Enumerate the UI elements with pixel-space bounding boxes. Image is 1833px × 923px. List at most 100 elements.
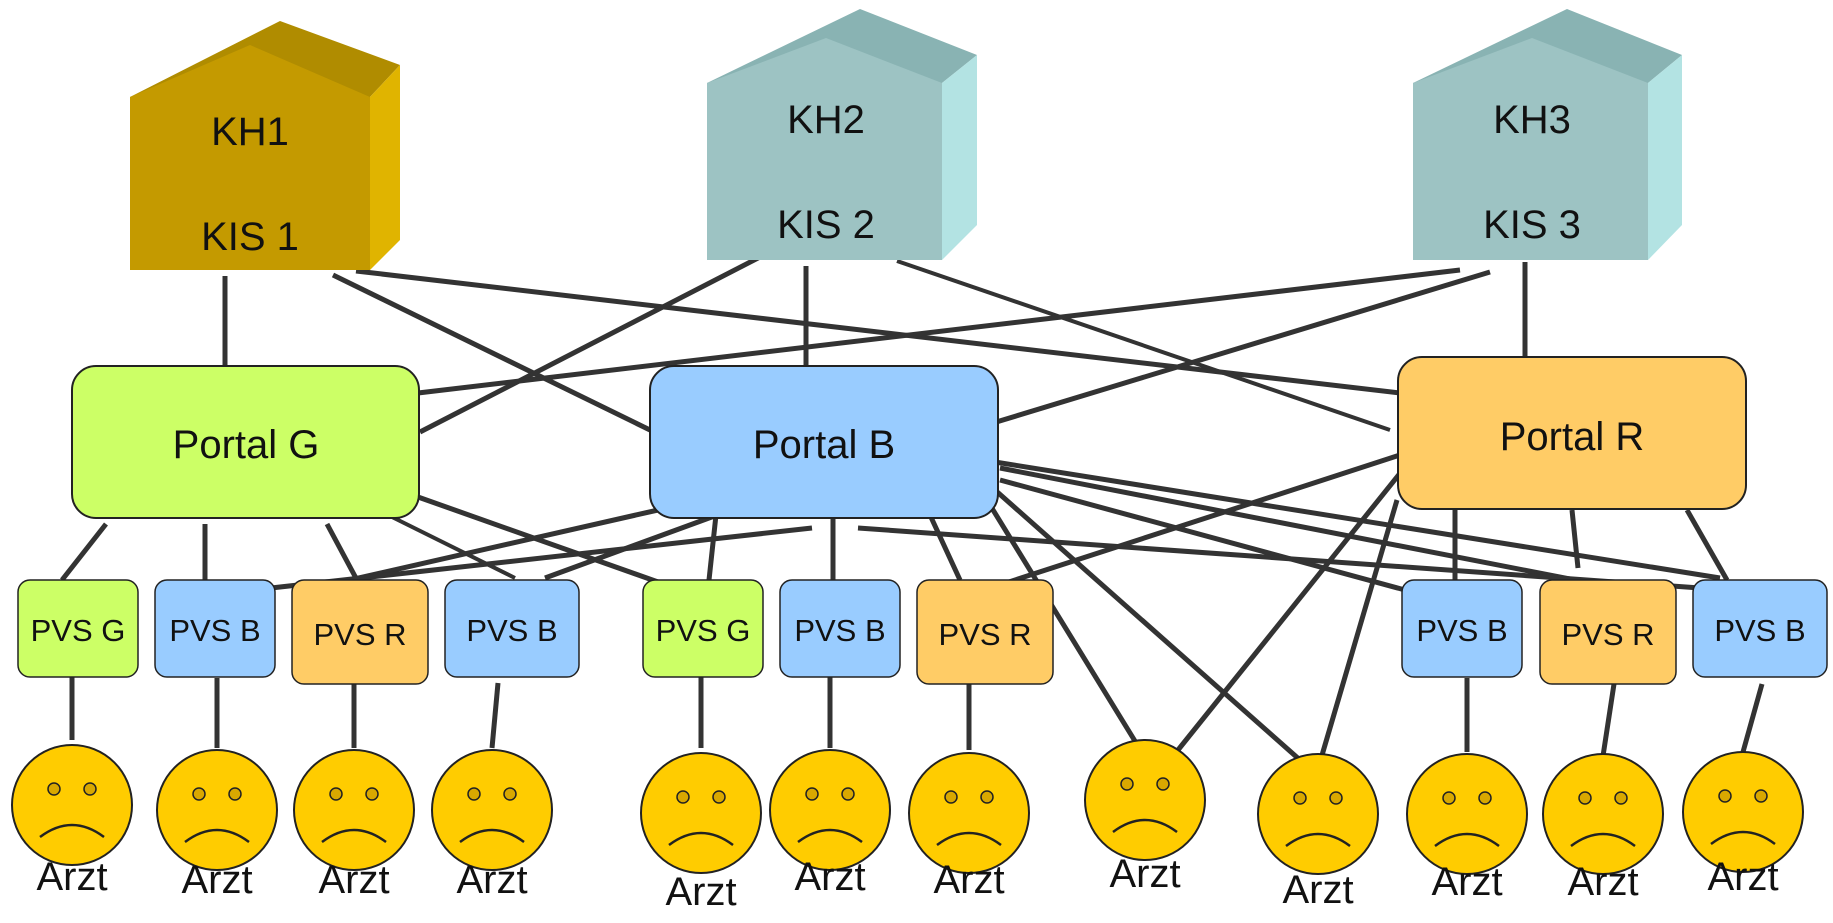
- doctor-label-11: Arzt: [1567, 860, 1638, 904]
- eye-left: [1578, 791, 1592, 805]
- sad-face-icon: [156, 749, 278, 871]
- sad-face-icon: [1084, 739, 1206, 861]
- pvs-box-8: [1401, 579, 1523, 678]
- doctor-8: Arzt: [1084, 739, 1206, 896]
- sad-face-icon: [431, 749, 553, 871]
- doctor-4: Arzt: [431, 749, 553, 902]
- line-pg-pvs4: [387, 513, 516, 580]
- pvs-label-3: PVS R: [313, 617, 406, 652]
- portal-b-box: [649, 365, 999, 519]
- line-kis1-portal-b: [331, 272, 652, 433]
- portal-b-label: Portal B: [753, 423, 895, 467]
- line-pg-pvs1: [60, 522, 108, 582]
- doctor-10: Arzt: [1406, 753, 1528, 904]
- sad-face-icon: [1682, 751, 1804, 873]
- eye-left: [1120, 777, 1134, 791]
- sad-face-icon: [908, 752, 1030, 874]
- doctor-12: Arzt: [1682, 751, 1804, 899]
- line-pb-pvs10b: [857, 525, 1701, 591]
- eye-right: [365, 787, 379, 801]
- eye-right: [1329, 791, 1343, 805]
- connections: [60, 253, 1765, 763]
- doctor-label-1: Arzt: [36, 855, 107, 899]
- doctor-2: Arzt: [156, 749, 278, 902]
- hospital-kh3-front: [1413, 38, 1648, 260]
- portal-r-label: Portal R: [1500, 415, 1645, 459]
- doctor-9: Arzt: [1257, 753, 1379, 912]
- doctor-label-7: Arzt: [933, 858, 1004, 902]
- hospital-kh3-system: KIS 3: [1483, 203, 1581, 247]
- mouth: [321, 828, 387, 844]
- portal-r: Portal R: [1397, 356, 1747, 510]
- eye-right: [1754, 789, 1768, 803]
- pvs-box-4: [444, 579, 580, 678]
- line-pb-pvs2: [261, 525, 813, 592]
- line-pb-arzt9: [993, 488, 1302, 762]
- line-pb-pvs3: [349, 507, 659, 583]
- line-pr-arzt9: [1317, 499, 1400, 763]
- portal-r-box: [1397, 356, 1747, 510]
- line-pvs4-arzt4: [489, 682, 501, 749]
- line-pvs9-arzt11: [1600, 683, 1617, 757]
- eye-left: [192, 787, 206, 801]
- pvs-label-8: PVS B: [1416, 613, 1507, 648]
- eye-left: [676, 790, 690, 804]
- eye-left: [944, 790, 958, 804]
- line-kis2-portal-r: [896, 259, 1391, 432]
- doctor-11: Arzt: [1542, 753, 1664, 904]
- line-pr-pvs10: [1684, 508, 1730, 582]
- line-kis3-portal-g: [417, 267, 1461, 396]
- line-kis2-portal-g: [418, 253, 764, 435]
- pvs-box-5: [642, 579, 764, 678]
- line-pb-pvs8: [999, 477, 1406, 593]
- pvs-label-10: PVS B: [1714, 613, 1805, 648]
- eye-right: [83, 782, 97, 796]
- pvs-box-3: [291, 579, 429, 685]
- sad-face-icon: [1406, 753, 1528, 875]
- pvs-box-9: [1539, 579, 1677, 685]
- pvs-label-9: PVS R: [1561, 617, 1654, 652]
- hospital-kh2-front: [707, 38, 942, 260]
- mouth: [184, 828, 250, 844]
- line-pb-pvs10: [994, 459, 1721, 581]
- pvs-label-4: PVS B: [466, 613, 557, 648]
- mouth: [1285, 832, 1351, 848]
- doctor-label-4: Arzt: [456, 858, 527, 902]
- pvs-box-7: [916, 579, 1054, 685]
- pvs-box-2: [154, 579, 276, 678]
- eye-left: [1442, 791, 1456, 805]
- line-pr-arzt8: [1168, 465, 1407, 762]
- line-pb-pvs5: [706, 514, 719, 581]
- hospital-kh3: KH3 KIS 3: [1413, 9, 1682, 260]
- mouth: [936, 831, 1002, 847]
- eye-left: [1718, 789, 1732, 803]
- sad-face-icon: [769, 749, 891, 871]
- doctor-6: Arzt: [769, 749, 891, 899]
- eye-left: [1293, 791, 1307, 805]
- pvs-nodes: PVS G PVS B PVS R PVS B PVS G PVS B PVS …: [17, 579, 1828, 685]
- eye-right: [712, 790, 726, 804]
- sad-face-icon: [1542, 753, 1664, 875]
- doctor-label-3: Arzt: [318, 858, 389, 902]
- portal-g-label: Portal G: [173, 423, 320, 467]
- mouth: [668, 831, 734, 847]
- eye-right: [980, 790, 994, 804]
- eye-right: [503, 787, 517, 801]
- pvs-label-2: PVS B: [169, 613, 260, 648]
- mouth: [1112, 818, 1178, 834]
- eye-left: [467, 787, 481, 801]
- doctor-label-5: Arzt: [665, 870, 736, 914]
- line-pb-pvs7: [927, 513, 963, 582]
- eye-right: [1156, 777, 1170, 791]
- hospital-kh1-side: [370, 65, 400, 270]
- sad-face-icon: [11, 744, 133, 866]
- line-pr-pvs7: [977, 452, 1401, 595]
- line-pb-arzt8: [987, 503, 1141, 748]
- hospital-kh1-front: [130, 45, 370, 270]
- pvs-label-5: PVS G: [656, 613, 751, 648]
- line-pg-pvs3: [324, 522, 360, 582]
- portal-b: Portal B: [649, 365, 999, 519]
- hospital-kh2-name: KH2: [787, 98, 865, 142]
- pvs-label-6: PVS B: [794, 613, 885, 648]
